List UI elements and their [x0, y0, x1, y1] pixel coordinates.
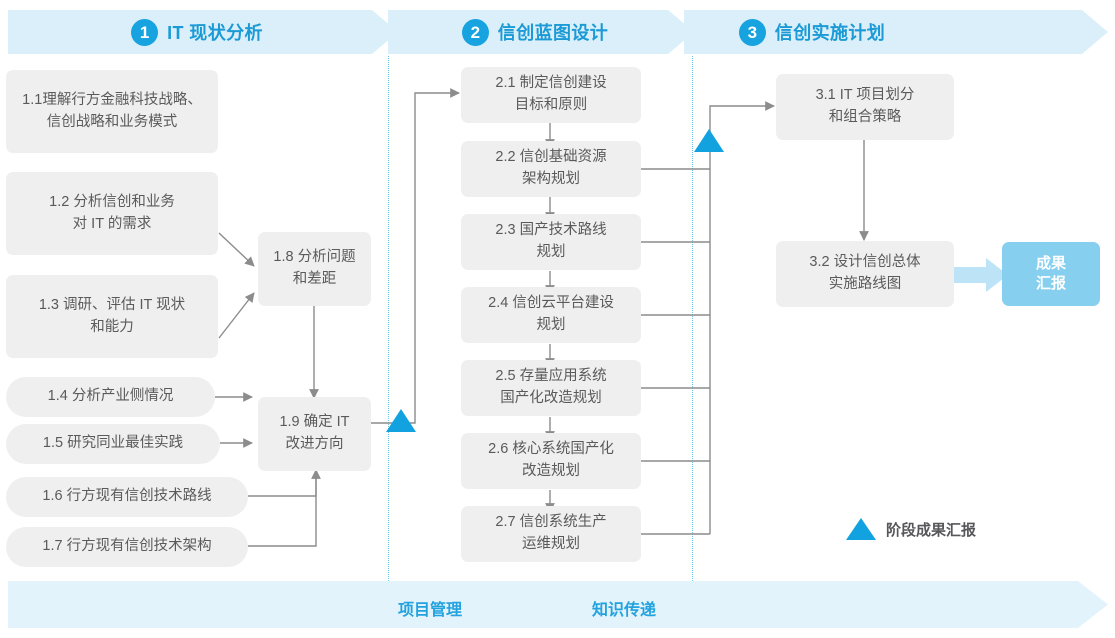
phase-number-badge: 2 — [461, 18, 489, 46]
phase-divider-2 — [692, 56, 693, 581]
task-box-3-2[interactable]: 3.2 设计信创总体 实施路线图 — [776, 241, 954, 307]
task-box-2-3[interactable]: 2.3 国产技术路线 规划 — [461, 214, 641, 270]
legend-label: 阶段成果汇报 — [886, 521, 977, 539]
task-box-2-4[interactable]: 2.4 信创云平台建设 规划 — [461, 287, 641, 343]
milestone-triangle-icon — [386, 409, 416, 432]
task-box-2-2[interactable]: 2.2 信创基础资源 架构规划 — [461, 141, 641, 197]
bottom-label-project-management: 项目管理 — [398, 602, 463, 619]
task-box-1-9[interactable]: 1.9 确定 IT 改进方向 — [258, 397, 371, 471]
legend: 阶段成果汇报 — [846, 518, 976, 540]
task-box-1-7[interactable]: 1.7 行方现有信创技术架构 — [6, 527, 248, 567]
task-box-1-3[interactable]: 1.3 调研、评估 IT 现状 和能力 — [6, 275, 218, 358]
phase-number-badge: 3 — [738, 18, 766, 46]
task-box-1-4[interactable]: 1.4 分析产业侧情况 — [6, 377, 215, 417]
phase-header-1: 1 IT 现状分析 — [8, 10, 398, 54]
task-box-1-5[interactable]: 1.5 研究同业最佳实践 — [6, 424, 220, 464]
milestone-triangle-icon — [694, 129, 724, 152]
phase-title: IT 现状分析 — [167, 23, 263, 43]
task-box-1-8[interactable]: 1.8 分析问题 和差距 — [258, 232, 371, 306]
task-box-2-5[interactable]: 2.5 存量应用系统 国产化改造规划 — [461, 360, 641, 416]
phase-title: 信创实施计划 — [774, 23, 886, 43]
result-arrow-shape — [950, 258, 1008, 292]
result-badge[interactable]: 成果 汇报 — [1002, 242, 1100, 306]
task-box-2-6[interactable]: 2.6 核心系统国产化 改造规划 — [461, 433, 641, 489]
phase-header-3: 3 信创实施计划 — [684, 10, 1108, 54]
task-box-1-1[interactable]: 1.1理解行方金融科技战略、 信创战略和业务模式 — [6, 70, 218, 153]
phase-number-badge: 1 — [131, 18, 159, 46]
task-box-2-7[interactable]: 2.7 信创系统生产 运维规划 — [461, 506, 641, 562]
triangle-icon — [846, 518, 876, 540]
task-box-1-6[interactable]: 1.6 行方现有信创技术路线 — [6, 477, 248, 517]
phase-title: 信创蓝图设计 — [497, 23, 609, 43]
task-box-1-2[interactable]: 1.2 分析信创和业务 对 IT 的需求 — [6, 172, 218, 255]
phase-divider-1 — [388, 56, 389, 581]
task-box-3-1[interactable]: 3.1 IT 项目划分 和组合策略 — [776, 74, 954, 140]
bottom-label-knowledge-transfer: 知识传递 — [592, 602, 657, 619]
phase-header-2: 2 信创蓝图设计 — [388, 10, 694, 54]
task-box-2-1[interactable]: 2.1 制定信创建设 目标和原则 — [461, 67, 641, 123]
